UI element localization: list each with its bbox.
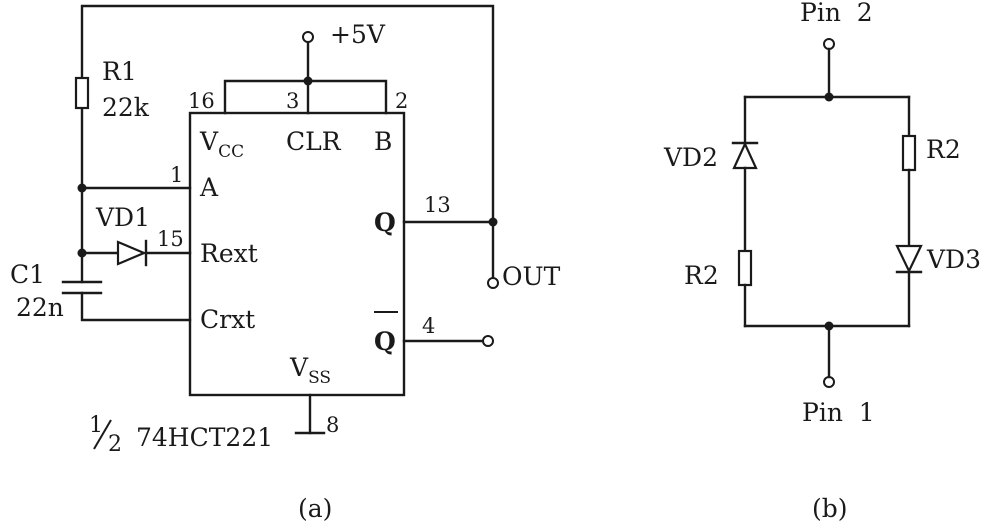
label-vd2: VD2 [663, 143, 718, 172]
label-r1-name: R1 [102, 57, 137, 86]
terminal-pin2 [823, 38, 835, 50]
pin-number-vss: 8 [326, 413, 339, 437]
label-out: OUT [502, 262, 561, 291]
resistor-r2-right [901, 134, 917, 172]
label-pin2: Pin 2 [800, 0, 873, 27]
label-vd3: VD3 [926, 245, 981, 274]
label-r2-left: R2 [684, 261, 719, 290]
label-c1-value: 22n [16, 293, 64, 322]
pin-number-clr: 3 [286, 89, 299, 113]
diode-vd3 [895, 244, 923, 274]
label-supply: +5V [330, 20, 386, 49]
part-fraction-numerator: 1 [89, 413, 103, 438]
caption-b: (b) [812, 494, 848, 523]
chip-label-rext: Rext [200, 239, 258, 268]
pin-number-q: 13 [424, 193, 451, 217]
chip-label-qbar: Q [374, 327, 396, 356]
chip-label-a: A [199, 173, 219, 202]
diagram-b-diode-network: Pin 2 Pin 1 VD2 R2 R2 VD3 (b) [663, 0, 981, 523]
pin-number-rext: 15 [157, 227, 184, 251]
label-vd1: VD1 [95, 203, 150, 232]
label-c1-name: C1 [10, 260, 45, 289]
pin-number-qbar: 4 [422, 314, 435, 338]
wire-vcc-b [223, 79, 388, 115]
terminal-qbar [482, 335, 494, 347]
chip-label-b: B [374, 127, 392, 156]
chip-label-vcc: VCC [199, 127, 244, 162]
chip-label-clr: CLR [286, 127, 342, 156]
label-r2-right: R2 [926, 135, 961, 164]
junction-supply [303, 76, 313, 86]
terminal-pin1 [823, 376, 835, 388]
chip-74hct221-body [188, 111, 406, 397]
caption-a: (a) [298, 494, 332, 523]
chip-label-crxt: Crxt [200, 305, 255, 334]
part-fraction-slash [93, 419, 112, 450]
label-r1-value: 22k [102, 93, 150, 122]
diagram-a-monostable-circuit: +5V R1 22k VD1 C1 22n 16 3 2 1 15 13 4 8… [10, 4, 561, 523]
wire-crxt [80, 291, 192, 322]
label-part-name: 74HCT221 [136, 423, 273, 452]
chip-label-q: Q [374, 208, 396, 237]
pin-number-a: 1 [170, 163, 183, 187]
diode-vd2 [732, 141, 758, 170]
label-pin1: Pin 1 [802, 398, 875, 427]
resistor-r1 [74, 76, 90, 110]
terminal-out [487, 277, 499, 289]
pin-number-b: 2 [395, 89, 408, 113]
pin-number-vcc: 16 [188, 89, 215, 113]
terminal-plus5v [302, 31, 314, 43]
part-fraction-denominator: 2 [108, 432, 122, 457]
chip-label-vss: VSS [289, 353, 331, 388]
resistor-r2-left [737, 249, 753, 287]
diode-vd1 [116, 240, 147, 266]
